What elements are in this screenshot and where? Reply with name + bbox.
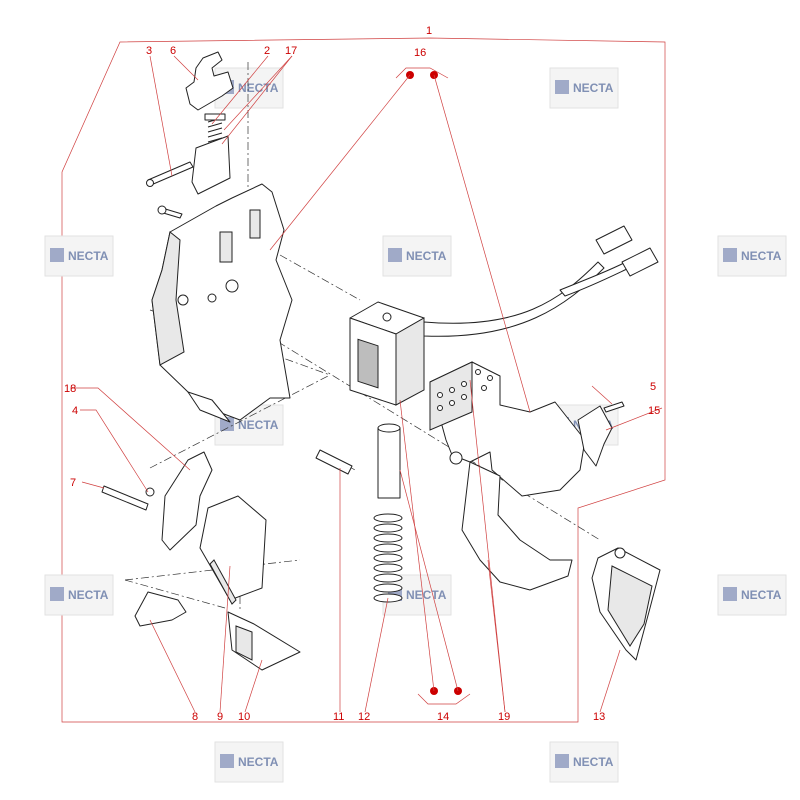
watermark: NECTA bbox=[44, 235, 114, 277]
housing-slot bbox=[219, 231, 233, 263]
screw-head bbox=[157, 205, 167, 215]
callout-15: 15 bbox=[648, 405, 660, 417]
watermark: NECTA bbox=[717, 235, 787, 277]
solenoid-screw bbox=[382, 312, 392, 322]
watermark-text: NECTA bbox=[238, 418, 279, 432]
bracket-holes bbox=[437, 369, 493, 411]
pin-5 bbox=[603, 401, 625, 413]
plunger bbox=[377, 427, 401, 499]
cover-fins bbox=[607, 565, 653, 647]
leader-lines bbox=[70, 55, 663, 713]
pin-head bbox=[146, 179, 154, 187]
watermark: NECTA bbox=[382, 235, 452, 277]
watermark-text: NECTA bbox=[406, 588, 447, 602]
housing-slot bbox=[249, 209, 261, 239]
callout-16: 16 bbox=[414, 47, 426, 59]
gear-sector-9 bbox=[199, 495, 267, 601]
pin-3 bbox=[147, 161, 194, 186]
watermark-text: NECTA bbox=[406, 249, 447, 263]
spring-seat bbox=[204, 113, 226, 121]
connector bbox=[621, 247, 659, 277]
callout-10: 10 bbox=[238, 711, 250, 723]
callout-2: 2 bbox=[264, 45, 270, 57]
bracket-lower bbox=[461, 461, 573, 591]
watermarks: NECTA NECTA NECTA NECTA NECTA NECTA NECT… bbox=[44, 67, 787, 783]
bracket-plate bbox=[429, 361, 473, 431]
callout-19: 19 bbox=[498, 711, 510, 723]
pin-7 bbox=[101, 485, 149, 511]
watermark-text: NECTA bbox=[741, 249, 782, 263]
watermark-text: NECTA bbox=[68, 249, 109, 263]
lever-plate-18 bbox=[161, 451, 213, 551]
actuator-8 bbox=[134, 591, 187, 627]
housing-hole bbox=[225, 279, 239, 293]
callout-11: 11 bbox=[333, 711, 344, 723]
housing-hole bbox=[207, 293, 217, 303]
assembly-frame-1 bbox=[61, 37, 666, 723]
callout-1: 1 bbox=[426, 25, 432, 37]
cover-eyelet bbox=[614, 547, 626, 559]
watermark-text: NECTA bbox=[573, 755, 614, 769]
housing-side bbox=[151, 231, 185, 366]
watermark: NECTA bbox=[717, 574, 787, 616]
housing-hole bbox=[177, 294, 189, 306]
plunger-top bbox=[377, 423, 401, 433]
watermark-text: NECTA bbox=[238, 755, 279, 769]
callout-18: 18 bbox=[64, 383, 76, 395]
group-bracket-14 bbox=[417, 687, 471, 705]
callout-13: 13 bbox=[593, 711, 605, 723]
solenoid-side bbox=[395, 317, 425, 406]
watermark-text: NECTA bbox=[741, 588, 782, 602]
spring-17 bbox=[207, 117, 223, 143]
screw-4 bbox=[145, 487, 155, 497]
callout-12: 12 bbox=[358, 711, 370, 723]
watermark: NECTA bbox=[549, 67, 619, 109]
callout-7: 7 bbox=[70, 477, 76, 489]
watermark: NECTA bbox=[214, 741, 284, 783]
watermark: NECTA bbox=[44, 574, 114, 616]
latch-lever-6 bbox=[185, 51, 234, 111]
pin-11 bbox=[315, 449, 353, 475]
connector bbox=[595, 225, 633, 255]
plate-2 bbox=[191, 135, 231, 195]
watermark-text: NECTA bbox=[68, 588, 109, 602]
callout-6: 6 bbox=[170, 45, 176, 57]
callout-4: 4 bbox=[72, 405, 78, 417]
callout-14: 14 bbox=[437, 711, 449, 723]
clip-15 bbox=[577, 405, 613, 467]
callout-9: 9 bbox=[217, 711, 223, 723]
group-bracket-16 bbox=[395, 67, 449, 79]
callout-17: 17 bbox=[285, 45, 297, 57]
callout-3: 3 bbox=[146, 45, 152, 57]
solenoid-window bbox=[357, 338, 379, 389]
bracket-eyelet bbox=[449, 451, 463, 465]
watermark: NECTA bbox=[549, 741, 619, 783]
coil-spring-12 bbox=[373, 513, 403, 603]
callout-labels: 1 2 3 4 5 6 7 8 9 10 11 12 13 14 15 16 1… bbox=[64, 25, 660, 723]
housing-tab bbox=[187, 391, 231, 423]
callout-5: 5 bbox=[650, 381, 656, 393]
guide-slots bbox=[235, 625, 253, 661]
watermark-text: NECTA bbox=[573, 81, 614, 95]
callout-8: 8 bbox=[192, 711, 198, 723]
